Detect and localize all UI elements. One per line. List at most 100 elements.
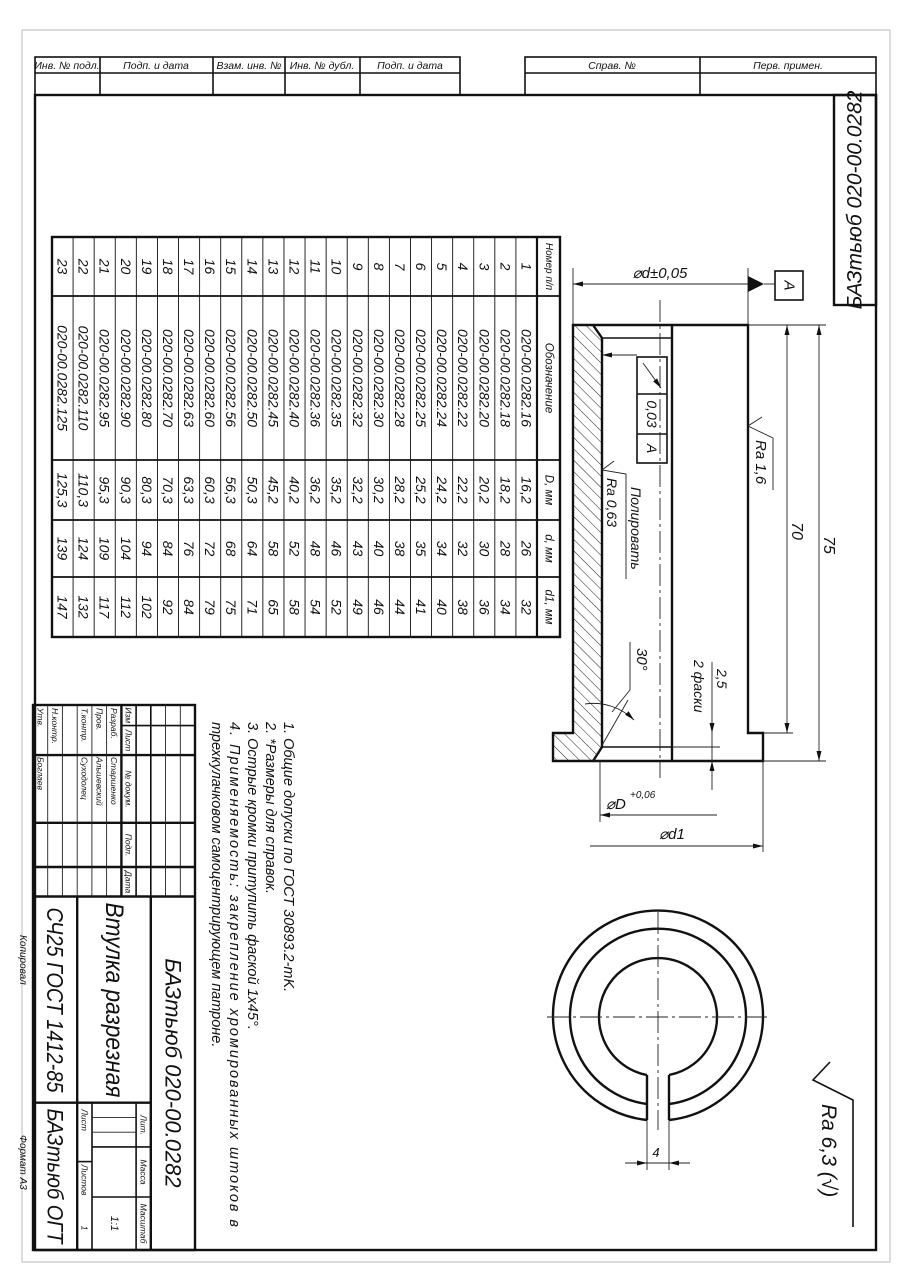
table-cell: 20,2 — [476, 475, 492, 503]
table-cell: 45,2 — [265, 476, 281, 503]
tb-role: Утв. — [35, 707, 45, 727]
tb-name: Старшенко — [109, 757, 119, 805]
tb-part-name: Втулка разрезная — [100, 903, 128, 1098]
table-cell: 112 — [118, 596, 134, 619]
table-cell: 16,2 — [518, 476, 534, 503]
table-cell: 124 — [76, 537, 92, 561]
dim-d-label: ⌀d±0,05 — [633, 265, 688, 282]
table-cell: 20 — [118, 258, 134, 275]
chamfer-note: 2 фаски — [691, 659, 707, 713]
note-1: 1. Общие допуски по ГОСТ 30893.2-mK. — [280, 722, 296, 992]
table-cell: 020-00.0282.35 — [329, 329, 345, 427]
table-cell: 19 — [139, 259, 155, 275]
header-inv-podl: Инв. № подл. — [34, 60, 99, 72]
dim-d1-label: ⌀d1 — [659, 826, 685, 843]
tb-name: Альшевский — [94, 756, 104, 806]
table-cell: 32 — [518, 599, 534, 615]
table-cell: 64 — [244, 541, 260, 557]
note-4: 4. Применяемость: закрепление хромирован… — [226, 722, 242, 1227]
tb-col-izm: Изм — [124, 707, 134, 723]
table-cell: 44 — [392, 599, 408, 615]
table-cell: 8 — [371, 263, 387, 271]
table-cell: 95,3 — [97, 476, 113, 503]
header-podp-data-2: Подп. и дата — [377, 60, 443, 72]
tb-sheets-value: 1 — [80, 1226, 90, 1231]
table-cell: 90,3 — [118, 476, 134, 503]
tb-role: Пров. — [94, 708, 104, 730]
table-cell: 50,3 — [244, 476, 260, 503]
header-sprav: Справ. № — [588, 60, 636, 72]
table-cell: 54 — [308, 599, 324, 615]
table-cell: 48 — [308, 541, 324, 557]
tb-col-podp: Подп. — [124, 834, 134, 857]
table-cell: 7 — [392, 263, 408, 272]
tb-role: Т.контр. — [80, 708, 90, 742]
table-cell: 11 — [308, 259, 324, 274]
table-cell: 38 — [455, 599, 471, 615]
table-border — [50, 235, 562, 639]
table-cell: 104 — [118, 537, 134, 561]
table-cell: 1 — [518, 263, 534, 271]
table-cell: 020-00.0282.125 — [55, 325, 71, 431]
corner-designation-box — [832, 93, 878, 307]
table-cell: 6 — [413, 263, 429, 271]
table-cell: 3 — [476, 263, 492, 271]
header-inv-dubl: Инв. № дубл. — [290, 60, 355, 72]
header-podp-data-1: Подп. и дата — [123, 60, 189, 72]
table-cell: 32,2 — [350, 476, 366, 503]
table-cell: 63,3 — [181, 476, 197, 503]
table-cell: 49 — [350, 599, 366, 615]
table-header-cell: Обозначение — [543, 343, 555, 413]
ra-outer: Ra 1,6 — [752, 440, 769, 485]
table-cell: 80,3 — [139, 476, 155, 503]
table-cell: 94 — [139, 541, 155, 557]
table-cell: 75 — [223, 599, 239, 615]
table-cell: 68 — [223, 541, 239, 557]
datum-box — [774, 270, 804, 301]
table-cell: 46 — [371, 599, 387, 615]
table-cell: 020-00.0282.45 — [265, 329, 281, 427]
table-cell: 40 — [371, 541, 387, 557]
tb-scale-value: 1:1 — [108, 1216, 120, 1231]
general-roughness: Ra 6,3 (√) — [817, 1104, 840, 1197]
ra-bore: Ra 0,63 — [604, 478, 620, 527]
table-cell: 125,3 — [55, 472, 71, 507]
tb-role: Разраб. — [109, 708, 119, 739]
table-header-cell: D, мм — [543, 475, 555, 506]
table-cell: 18,2 — [497, 476, 513, 503]
title-block: Изм Лист № докум. Подп. Дата Разраб. Ста… — [31, 703, 197, 1252]
datum-triangle-icon — [748, 276, 764, 292]
table-cell: 46 — [329, 541, 345, 557]
table-cell: 16 — [202, 259, 218, 275]
table-cell: 76 — [181, 541, 197, 557]
dim-75: 75 — [820, 536, 837, 554]
table-cell: 60,3 — [202, 476, 218, 503]
roughness-symbol-icon — [747, 416, 774, 490]
table-cell: 020-00.0282.28 — [392, 329, 408, 427]
table-cell: 12 — [287, 259, 303, 275]
technical-notes: 1. Общие допуски по ГОСТ 30893.2-mK. 2. … — [208, 721, 296, 1227]
slot-width-label: 4 — [652, 1145, 659, 1160]
tb-lit-label: Лит. — [138, 1114, 148, 1135]
table-cell: 70,3 — [160, 476, 176, 503]
table-cell: 71 — [244, 599, 260, 615]
table-cell: 4 — [455, 263, 471, 271]
table-cell: 65 — [265, 599, 281, 615]
table-cell: 139 — [55, 537, 71, 561]
table-cell: 58 — [265, 541, 281, 557]
tb-sheet-label: Лист — [80, 1108, 90, 1131]
table-cell: 79 — [202, 599, 218, 615]
table-cell: 21 — [97, 258, 113, 275]
table-cell: 17 — [181, 259, 197, 276]
table-cell: 020-00.0282.50 — [244, 329, 260, 427]
dim-70: 70 — [788, 522, 805, 540]
table-cell: 34 — [434, 541, 450, 557]
table-cell: 56,3 — [223, 476, 239, 503]
tolerance-datum: A — [644, 443, 660, 453]
table-cell: 020-00.0282.56 — [223, 329, 239, 427]
table-cell: 18 — [160, 259, 176, 275]
table-cell: 24,2 — [434, 475, 450, 503]
table-cell: 30,2 — [371, 476, 387, 503]
